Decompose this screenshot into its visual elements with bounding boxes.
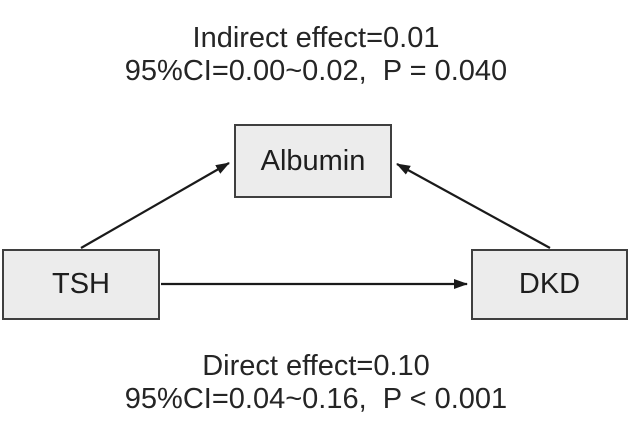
- node-tsh: TSH: [2, 249, 160, 320]
- arrow-dkd-to-albumin: [396, 163, 551, 249]
- node-albumin: Albumin: [234, 124, 392, 198]
- arrow-tsh-to-albumin: [80, 162, 230, 249]
- node-tsh-label: TSH: [52, 268, 110, 300]
- indirect-effect-ci-text: 95%CI=0.00~0.02, P = 0.040: [124, 55, 508, 87]
- direct-effect-ci-text: 95%CI=0.04~0.16, P < 0.001: [124, 383, 508, 415]
- node-dkd: DKD: [471, 249, 628, 320]
- indirect-effect-text: Indirect effect=0.01: [192, 22, 440, 54]
- node-dkd-label: DKD: [518, 268, 581, 300]
- node-albumin-label: Albumin: [260, 144, 366, 177]
- direct-effect-text: Direct effect=0.10: [202, 350, 430, 382]
